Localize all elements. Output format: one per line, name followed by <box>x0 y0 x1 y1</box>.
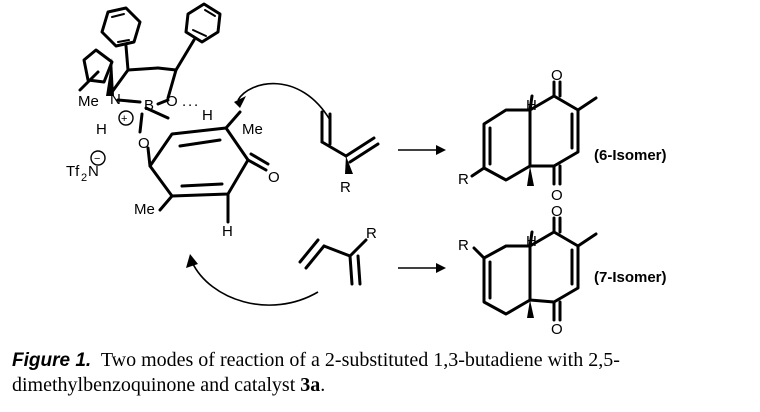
hbond-dot-3: . <box>194 93 198 110</box>
curved-arrow-bottom-head <box>186 254 198 268</box>
catalyst-structure: Me N H + B O . . . H O Tf 2 N − <box>66 2 222 184</box>
quinone-hydrogen-label: H <box>222 223 233 240</box>
phenyl-ring-right <box>184 2 222 44</box>
product7-r-label: R <box>458 237 469 254</box>
nh-hydrogen-label: H <box>96 121 107 138</box>
counterion-n-label: N <box>88 163 99 180</box>
caption-text: Two modes of reaction of a 2-substituted… <box>12 349 620 396</box>
diene-top: R <box>320 110 380 196</box>
product7-oxygen-top-label: O <box>551 203 563 220</box>
figure-label: Figure 1. <box>12 350 92 371</box>
product6-hydrogen-label: H <box>526 97 537 114</box>
negative-charge-label: − <box>94 153 100 165</box>
positive-charge-circle <box>118 110 134 126</box>
pyrrolidine-ring <box>82 48 114 84</box>
product7-oxygen-bottom-label: O <box>551 321 563 338</box>
caption-end: . <box>320 374 326 396</box>
oxygen-coordinated-label: O <box>138 135 150 152</box>
quinone-methyl-bottom-label: Me <box>134 201 155 218</box>
scheme-svg: Me N H + B O . . . H O Tf 2 N − Me Me O … <box>66 2 667 338</box>
hbond-dot-1: . <box>182 93 186 110</box>
quinone-methyl-top-label: Me <box>242 121 263 138</box>
positive-charge-label: + <box>121 113 127 125</box>
oxygen-ring-label: O <box>166 93 178 110</box>
hbond-dot-2: . <box>188 93 192 110</box>
methyl-n-label: Me <box>78 93 99 110</box>
product6-r-label: R <box>458 171 469 188</box>
product6-oxygen-bottom-label: O <box>551 187 563 204</box>
product7-hydrogen-label: H <box>526 233 537 250</box>
diene-bottom: R <box>298 225 377 286</box>
reaction-scheme: Me N H + B O . . . H O Tf 2 N − Me Me O … <box>66 2 667 338</box>
diene-bottom-r-label: R <box>366 225 377 242</box>
curved-arrow-top <box>237 82 331 121</box>
product6-oxygen-top-label: O <box>551 67 563 84</box>
boron-label: B <box>144 97 154 114</box>
curved-arrow-top-head <box>234 96 246 108</box>
quinone-oxygen-label: O <box>268 169 280 186</box>
product-6-isomer: H O O R (6-Isomer) <box>458 67 667 204</box>
curved-arrow-bottom <box>191 261 319 306</box>
nitrogen-label: N <box>110 91 121 108</box>
negative-charge-circle <box>90 150 106 166</box>
quinone-structure: Me Me O H <box>134 110 280 240</box>
caption-compound: 3a <box>300 374 321 396</box>
product6-isomer-label: (6-Isomer) <box>594 147 667 164</box>
product7-isomer-label: (7-Isomer) <box>594 269 667 286</box>
hbond-hydrogen-label: H <box>202 107 213 124</box>
counterion-subscript: 2 <box>81 172 87 184</box>
figure-caption: Figure 1. Two modes of reaction of a 2-s… <box>12 348 752 397</box>
product-7-isomer: H O O R (7-Isomer) <box>458 203 667 338</box>
diene-top-r-label: R <box>340 179 351 196</box>
phenyl-ring-left <box>100 6 142 48</box>
counterion-tf-label: Tf <box>66 163 80 180</box>
